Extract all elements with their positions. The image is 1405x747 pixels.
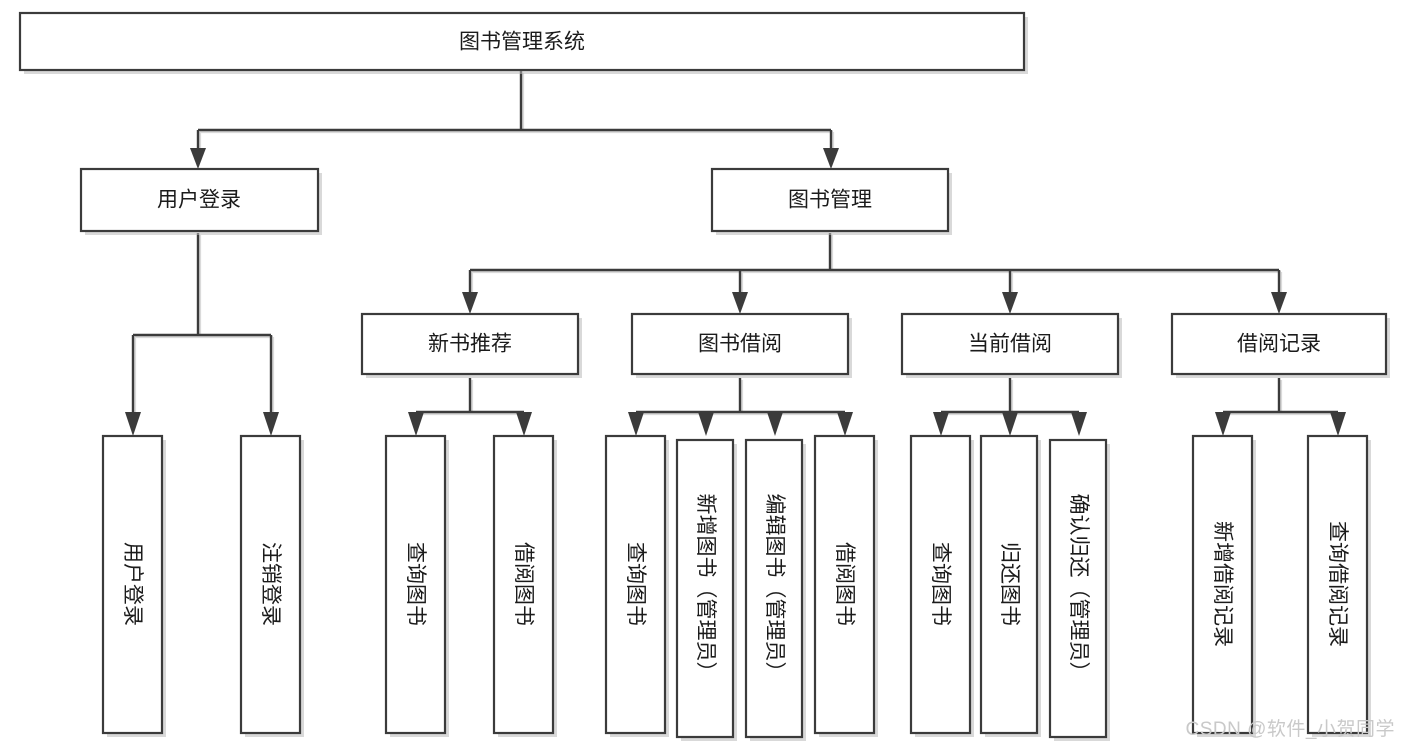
user-login-box[interactable]: [79, 167, 320, 233]
leaf-query-borrow-record[interactable]: 查询借阅记录: [1306, 434, 1371, 737]
connector-user-login-to-leaves: [131, 233, 273, 414]
connector-root-to-level2: [196, 70, 833, 150]
leaf-logout-box[interactable]: [239, 434, 302, 735]
current-borrow-label: 当前借阅: [968, 333, 1052, 356]
book-manage-box[interactable]: [710, 167, 950, 233]
leaf-borrow-book-2-label: 借阅图书: [833, 542, 856, 626]
leaf-query-book-3-label: 查询图书: [929, 542, 952, 626]
leaf-user-login[interactable]: 用户登录: [101, 434, 166, 737]
leaf-query-book-2-label: 查询图书: [624, 542, 647, 626]
node-book-borrow[interactable]: 图书借阅: [630, 312, 852, 378]
leaf-confirm-return-box[interactable]: [1048, 438, 1108, 739]
leaf-edit-book-box[interactable]: [744, 438, 804, 739]
leaf-query-book-2-box[interactable]: [604, 434, 667, 735]
arrow-to-leaf-logout: [263, 412, 279, 436]
leaf-query-book-3-box[interactable]: [909, 434, 972, 735]
arrow-to-user-login: [190, 148, 206, 169]
new-book-box[interactable]: [360, 312, 580, 376]
leaf-add-record-box[interactable]: [1191, 434, 1254, 735]
node-borrow-record[interactable]: 借阅记录: [1170, 312, 1390, 378]
arrow-to-current-borrow: [1002, 292, 1018, 314]
arrow-to-leaf-confirm-return: [1071, 412, 1087, 436]
arrow-to-new-book-recommend: [462, 292, 478, 314]
new-book-label: 新书推荐: [428, 333, 512, 356]
leaf-add-book-box[interactable]: [675, 438, 735, 739]
arrow-to-borrow-record: [1271, 292, 1287, 314]
node-book-manage[interactable]: 图书管理: [710, 167, 952, 235]
book-borrow-box[interactable]: [630, 312, 850, 376]
root-label: 图书管理系统: [459, 31, 585, 54]
arrow-to-book-manage: [823, 148, 839, 169]
arrow-to-leaf-borrow-book-2: [837, 412, 853, 436]
book-borrow-label: 图书借阅: [698, 333, 782, 356]
connector-borrow-record-shadow: [1223, 380, 1342, 418]
connector-book-borrow-to-leaves: [634, 378, 847, 416]
leaf-query-book-1-box[interactable]: [384, 434, 447, 735]
leaf-add-book-label: 新增图书（管理员）: [694, 494, 717, 683]
borrow-record-label: 借阅记录: [1237, 333, 1321, 356]
leaf-borrow-book-2-box[interactable]: [813, 434, 876, 735]
leaf-return-book-label: 归还图书: [998, 542, 1021, 626]
connector-layer: [125, 70, 1346, 436]
leaf-query-record-label: 查询借阅记录: [1326, 521, 1349, 647]
arrow-to-leaf-add-record: [1215, 412, 1231, 436]
arrow-to-leaf-query-book-3: [933, 412, 949, 436]
leaf-query-book-borrow[interactable]: 查询图书: [604, 434, 669, 737]
node-new-book-recommend[interactable]: 新书推荐: [360, 312, 582, 378]
leaf-borrow-book-recommend[interactable]: 借阅图书: [492, 434, 557, 737]
leaf-return-book-box[interactable]: [979, 434, 1039, 735]
book-manage-label: 图书管理: [788, 189, 872, 212]
node-user-login[interactable]: 用户登录: [79, 167, 322, 235]
connector-root-shadow: [198, 73, 835, 152]
leaf-logout[interactable]: 注销登录: [239, 434, 304, 737]
leaf-query-book-current[interactable]: 查询图书: [909, 434, 974, 737]
leaf-user-login-label: 用户登录: [121, 542, 144, 626]
leaf-add-record-label: 新增借阅记录: [1211, 521, 1234, 647]
leaf-add-book[interactable]: 新增图书（管理员）: [675, 438, 737, 741]
arrow-to-leaf-return-book: [1002, 412, 1018, 436]
arrow-to-leaf-edit-book: [767, 412, 783, 436]
leaf-logout-label: 注销登录: [259, 542, 282, 626]
arrow-to-book-borrow: [732, 292, 748, 314]
leaf-add-borrow-record[interactable]: 新增借阅记录: [1191, 434, 1256, 737]
connector-book-manage-to-level3: [468, 233, 1281, 294]
leaf-confirm-return-label: 确认归还（管理员）: [1067, 494, 1090, 683]
leaf-query-record-box[interactable]: [1306, 434, 1369, 735]
connector-user-login-shadow: [133, 235, 275, 416]
leaf-user-login-box[interactable]: [101, 434, 164, 735]
user-login-label: 用户登录: [157, 189, 241, 212]
arrow-to-leaf-user-login: [125, 412, 141, 436]
connector-new-book-to-leaves: [414, 378, 526, 416]
arrow-to-leaf-borrow-book-1: [516, 412, 532, 436]
leaf-return-book[interactable]: 归还图书: [979, 434, 1041, 737]
leaf-borrow-book-1-label: 借阅图书: [512, 542, 535, 626]
node-current-borrow[interactable]: 当前借阅: [900, 312, 1122, 378]
leaf-confirm-return[interactable]: 确认归还（管理员）: [1048, 438, 1110, 741]
leaf-edit-book[interactable]: 编辑图书（管理员）: [744, 438, 806, 741]
arrow-to-leaf-query-record: [1330, 412, 1346, 436]
borrow-record-box[interactable]: [1170, 312, 1388, 376]
leaf-query-book-1-label: 查询图书: [404, 542, 427, 626]
leaf-edit-book-label: 编辑图书（管理员）: [763, 494, 786, 683]
node-root[interactable]: 图书管理系统: [18, 11, 1028, 74]
connector-new-book-shadow: [416, 380, 528, 418]
arrow-to-leaf-query-book-2: [628, 412, 644, 436]
csdn-watermark: CSDN @软件_小贺同学: [1185, 719, 1395, 740]
connector-current-borrow-to-leaves: [939, 378, 1081, 416]
current-borrow-box[interactable]: [900, 312, 1120, 376]
root-box[interactable]: [18, 11, 1026, 72]
connector-borrow-record-to-leaves: [1221, 378, 1340, 416]
arrow-to-leaf-query-book-1: [408, 412, 424, 436]
leaf-query-book-recommend[interactable]: 查询图书: [384, 434, 449, 737]
leaf-borrow-book-1-box[interactable]: [492, 434, 555, 735]
arrow-to-leaf-add-book: [698, 412, 714, 436]
connector-book-manage-shadow: [470, 235, 1283, 296]
leaf-borrow-book[interactable]: 借阅图书: [813, 434, 878, 737]
